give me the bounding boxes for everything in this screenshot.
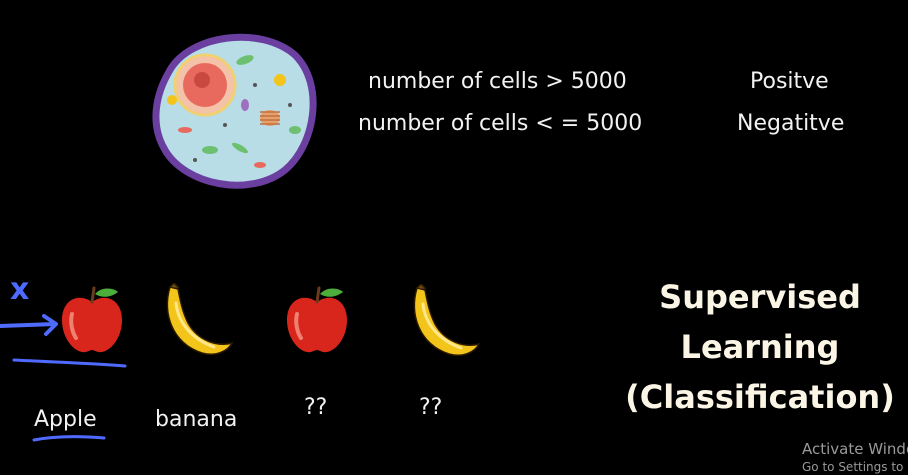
arrow-annotation — [0, 314, 127, 368]
watermark-line-1: Activate Windo — [802, 440, 908, 458]
x-mark-annotation: x — [10, 272, 30, 307]
banana-icon — [166, 283, 234, 355]
watermark-line-2: Go to Settings to a — [802, 460, 908, 474]
apple-icon — [62, 286, 122, 353]
label-apple: Apple — [34, 407, 97, 432]
apple-icon — [287, 286, 347, 353]
outcome-negative: Negatitve — [737, 111, 845, 136]
title-line-2: Learning — [680, 328, 840, 366]
banana-icon — [413, 284, 481, 356]
underline-annotation — [32, 435, 106, 442]
rule-2-text: number of cells < = 5000 — [358, 111, 643, 136]
label-unknown-2: ?? — [419, 395, 443, 420]
outcome-positive: Positve — [750, 69, 829, 94]
cell-illustration — [152, 33, 317, 189]
label-banana: banana — [155, 407, 238, 432]
title-line-3: (Classification) — [625, 378, 895, 416]
label-unknown-1: ?? — [304, 395, 328, 420]
slide-title: Supervised Learning (Classification) — [612, 272, 908, 422]
rule-1-text: number of cells > 5000 — [368, 69, 627, 94]
title-line-1: Supervised — [659, 278, 861, 316]
